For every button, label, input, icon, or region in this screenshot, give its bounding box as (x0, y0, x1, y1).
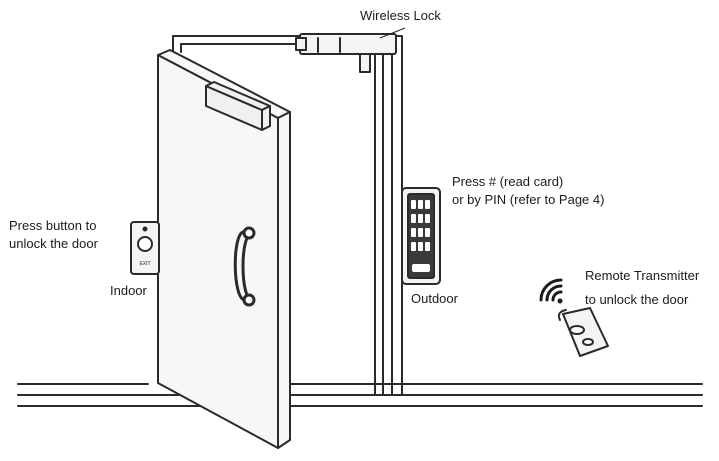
remote-instruction-line2: to unlock the door (585, 292, 689, 307)
remote-transmitter (557, 307, 609, 357)
keypad-key (411, 242, 416, 251)
keypad-card-area (412, 264, 430, 272)
indoor-label: Indoor (110, 283, 147, 298)
wireless-lock-label: Wireless Lock (360, 8, 441, 23)
exit-button-text: EXIT (139, 261, 150, 267)
wifi-icon (539, 278, 563, 304)
wireless-lock-device (295, 33, 397, 73)
remote-instruction-line1: Remote Transmitter (585, 268, 700, 283)
keypad-key (418, 200, 423, 209)
keypad-key (418, 214, 423, 223)
indoor-instruction-line2: unlock the door (9, 236, 98, 251)
lock-armature (205, 81, 271, 131)
exit-button-device (130, 221, 160, 275)
keypad-key (425, 214, 430, 223)
keypad-key (411, 228, 416, 237)
door-handle (233, 226, 256, 307)
indoor-instruction-line1: Press button to (9, 218, 97, 233)
keypad-key (425, 242, 430, 251)
keypad-keys (411, 200, 430, 251)
keypad-key (418, 242, 423, 251)
outdoor-label: Outdoor (411, 291, 458, 306)
keypad-key (425, 200, 430, 209)
wireless-lock-leader (379, 27, 406, 39)
keypad-key (411, 200, 416, 209)
keypad-key (425, 228, 430, 237)
keypad-key (418, 228, 423, 237)
keypad-instruction-line2: or by PIN (refer to Page 4) (452, 192, 605, 207)
keypad-instruction-line1: Press # (read card) (452, 174, 564, 189)
keypad-key (411, 214, 416, 223)
floor (17, 383, 703, 407)
